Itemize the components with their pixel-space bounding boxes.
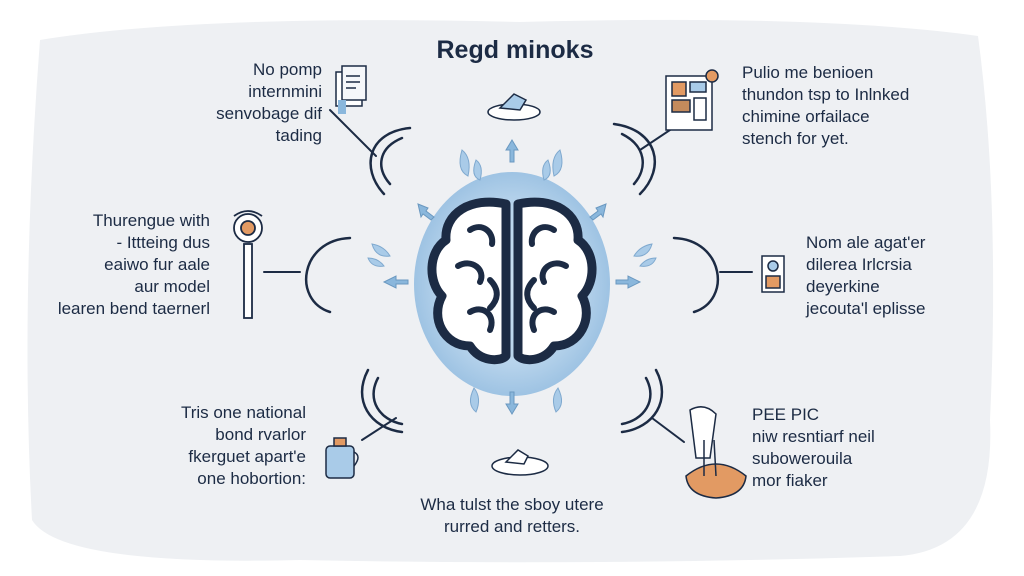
caption-bottom-right: PEE PIC niw resntiarf neil subowerouila … (752, 404, 952, 492)
bracket-middle-right (672, 236, 719, 314)
caption-line: No pomp (253, 60, 322, 79)
caption-top-right: Pulio me benioen thundon tsp to Inlnked … (742, 62, 972, 150)
bracket-bottom-left-inner (372, 376, 404, 426)
caption-line: fkerguet apart'e (188, 447, 306, 466)
caption-line: dilerea Irlcrsia (806, 255, 912, 274)
caption-line: niw resntiarf neil (752, 427, 875, 446)
caption-line: subowerouila (752, 449, 853, 468)
caption-line: - Ittteing dus (116, 233, 210, 252)
jar-icon (325, 437, 359, 479)
caption-line: learen bend taernerl (57, 299, 210, 318)
caption-middle-right: Nom ale agat'er dilerea Irlcrsia deyerki… (806, 232, 1006, 320)
leaf-sprig-icon (552, 387, 562, 413)
dish-icon (487, 93, 541, 121)
caption-line: thundon tsp to Inlnked (742, 85, 910, 104)
caption-line: internmini (248, 82, 322, 101)
leaf-sprig-icon (542, 149, 563, 181)
arrow-icon (505, 139, 519, 163)
leaf-sprig-icon (459, 149, 482, 181)
connector-bottom-right (651, 417, 685, 443)
caption-line: deyerkine (806, 277, 880, 296)
caption-middle-left: Thurengue with - Ittteing dus eaiwo fur … (22, 210, 210, 320)
lab-flask-icon (685, 406, 747, 499)
bracket-top-right (612, 122, 657, 196)
caption-bottom-left: Tris one national bond rvarlor fkerguet … (120, 402, 306, 490)
arrow-icon (417, 203, 435, 221)
document-stack-icon (335, 65, 367, 114)
diagram-title: Regd minoks (436, 36, 594, 64)
connector-bottom-left (361, 417, 397, 441)
bracket-middle-left (305, 236, 352, 314)
bracket-top-right-inner (620, 132, 644, 186)
bracket-bottom-right-inner (620, 376, 652, 426)
leaf-sprig-icon (470, 387, 480, 413)
leaf-sprig-icon (633, 243, 657, 267)
brain-icon (427, 197, 597, 365)
caption-line: one hobortion: (197, 469, 306, 488)
caption-line: Tris one national (180, 403, 306, 422)
caption-line: eaiwo fur aale (104, 255, 210, 274)
caption-line: Nom ale agat'er (806, 233, 926, 252)
arrow-icon (589, 203, 607, 221)
caption-line: PEE PIC (752, 405, 820, 424)
photo-board-icon (665, 69, 719, 131)
caption-line: stench for yet. (742, 129, 849, 148)
caption-bottom-center: Wha tulst the sboy utere rurred and rett… (386, 494, 638, 538)
bracket-bottom-right (620, 368, 664, 434)
dish-icon (491, 449, 549, 476)
caption-line: mor fiaker (752, 471, 828, 490)
caption-line: aur model (134, 277, 210, 296)
caption-line: Thurengue with (92, 211, 210, 230)
caption-line: tading (275, 126, 322, 145)
caption-line: Wha tulst the sboy utere (420, 495, 604, 514)
caption-line: Pulio me benioen (742, 63, 874, 82)
picture-frame-icon (761, 255, 785, 293)
arrow-icon (382, 275, 409, 289)
arrow-icon (505, 391, 519, 415)
connector-top-left (329, 109, 377, 157)
caption-line: jecouta'l eplisse (806, 299, 926, 318)
bracket-top-left-inner (380, 136, 404, 186)
caption-line: senvobage dif (216, 104, 322, 123)
leaf-sprig-icon (367, 243, 391, 267)
magnifier-icon (233, 210, 263, 319)
caption-line: bond rvarlor (215, 425, 306, 444)
bracket-bottom-left (360, 368, 404, 434)
caption-top-left: No pomp internmini senvobage dif tading (150, 59, 322, 147)
arrow-icon (615, 275, 642, 289)
caption-line: chimine orfailace (742, 107, 870, 126)
caption-line: rurred and retters. (443, 517, 581, 536)
